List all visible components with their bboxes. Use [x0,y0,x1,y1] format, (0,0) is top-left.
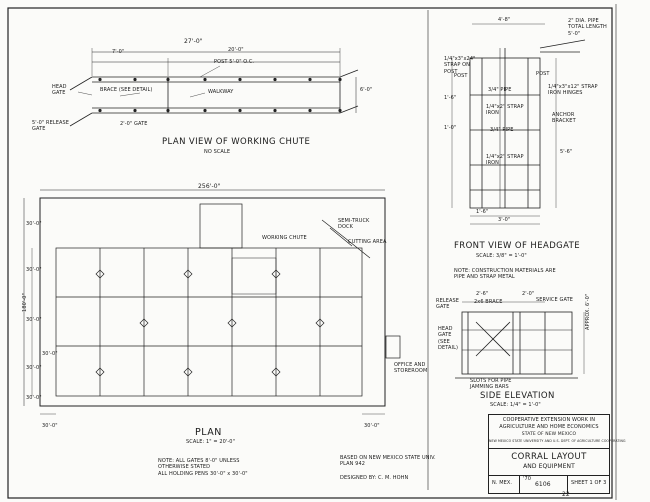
plan-semi-truck-dock: SEMI-TRUCK DOCK [338,218,370,231]
chute-head-gate: HEAD GATE [52,84,67,97]
chute-dim-b: 20'-0" [228,47,244,53]
general-note: NOTE: ALL GATES 8'-0" UNLESS OTHERWISE S… [158,458,248,477]
side-elevation [455,301,585,379]
tb-state: N. MEX. [492,480,513,486]
chute-title: PLAN VIEW OF WORKING CHUTE [162,137,311,147]
headgate-strap-post: 1/4"x3"x24" STRAP ON POST [444,56,476,75]
plan-overall-width: 256'-0" [198,183,221,190]
headgate-scale: SCALE: 3/8" = 1'-0" [476,253,527,259]
headgate-dim-left2: 1'-0" [444,125,457,131]
headgate-post-right: POST [536,71,550,77]
based-on-note: BASED ON NEW MEXICO STATE UNIV. PLAN 942 [340,455,436,468]
plan-bottom-right: 30'-0" [364,423,380,429]
chute-release-gate: 5'-0" RELEASE GATE [32,120,70,133]
chute-walkway: WALKWAY [208,89,234,95]
headgate-strap-a: 1/4"x2" STRAP IRON [486,104,524,117]
headgate-dim-right: 5'-6" [560,149,573,155]
side-dim-top1: 2'-6" [476,291,489,297]
plan-row-dim-2: 30'-0" [26,267,42,273]
tb-sheet: SHEET 1 OF 3 [571,480,607,486]
tb-line2: AGRICULTURE AND HOME ECONOMICS [499,424,599,430]
tb-line4: NEW MEXICO STATE UNIVERSITY AND U.S. DEP… [489,439,626,443]
headgate-front [451,23,586,225]
plan-working-chute: WORKING CHUTE [262,235,307,241]
designed-by: DESIGNED BY: C. M. HOHN [340,475,409,481]
side-approx: APPROX. 6'-0" [585,293,591,330]
headgate-anchor: ANCHOR BRACKET [552,112,576,125]
tb-line1: COOPERATIVE EXTENSION WORK IN [502,417,596,423]
side-scale: SCALE: 1/4" = 1'-0" [490,402,541,408]
headgate-hinges: 1/4"x3"x12" STRAP IRON HINGES [548,84,598,97]
chute-overall-dim: 27'-0" [184,38,203,45]
chute-gate-2: 2'-0" GATE [120,121,148,127]
headgate-post-left: POST [454,73,468,79]
chute-scale: NO SCALE [204,149,231,155]
chute-brace: BRACE (SEE DETAIL) [100,87,153,93]
chute-dim-a: 7'-0" [112,49,125,55]
side-title: SIDE ELEVATION [480,391,555,401]
tb-year: '70 [523,476,532,482]
headgate-strap-b: 1/4"x2" STRAP IRON [486,154,524,167]
chute-plan [69,48,359,127]
side-brace: 2x6 BRACE [474,299,503,305]
headgate-dim-left: 1'-6" [444,95,457,101]
headgate-pipe-2: 3/4" PIPE [490,127,514,133]
side-service-gate: SERVICE GATE [536,297,573,303]
plan-cutting-area: CUTTING AREA [348,239,387,245]
plan-bottom-left: 30'-0" [42,423,58,429]
corral-plan [23,189,401,415]
plan-row-dim-3: 30'-0" [26,317,42,323]
title-block: COOPERATIVE EXTENSION WORK IN AGRICULTUR… [488,414,626,494]
plan-row-dim-5: 30'-0" [26,395,42,401]
side-head-gate: HEAD GATE (SEE DETAIL) [438,326,459,351]
headgate-title: FRONT VIEW OF HEADGATE [454,241,581,251]
chute-width: 6'-0" [360,87,373,93]
tb-drawing-sub: AND EQUIPMENT [523,463,575,470]
plan-overall-height: 180'-0" [21,293,28,312]
headgate-pipe-1: 3/4" PIPE [488,87,512,93]
tb-number: 6106 [535,481,551,488]
tb-line3: STATE OF NEW MEXICO [521,432,577,437]
side-release-gate: RELEASE GATE [436,298,460,311]
plan-title: PLAN [195,427,222,438]
side-slots: SLOTS FOR PIPE JAMMING BARS [470,378,512,391]
headgate-pipe-note: 2" DIA. PIPE TOTAL LENGTH 5'-0" [568,18,607,37]
side-dim-top2: 2'-0" [522,291,535,297]
tb-drawing-title: CORRAL LAYOUT [511,452,587,462]
plan-office: OFFICE AND STOREROOM [394,362,428,375]
plan-side-note: 30'-0" [42,351,58,357]
plan-scale: SCALE: 1" = 20'-0" [186,439,235,445]
plan-row-dim-4: 30'-0" [26,365,42,371]
page-number: 22 [562,491,570,498]
headgate-dim-b1: 1'-6" [476,209,489,215]
headgate-dim-top: 4'-8" [498,17,511,23]
chute-post-note: POST 5'-0" O.C. [214,59,255,65]
headgate-dim-b2: 3'-0" [498,217,511,223]
plan-row-dim-1: 30'-0" [26,221,42,227]
sheet-border [7,7,613,499]
headgate-construction-note: NOTE: CONSTRUCTION MATERIALS ARE PIPE AN… [454,268,556,281]
